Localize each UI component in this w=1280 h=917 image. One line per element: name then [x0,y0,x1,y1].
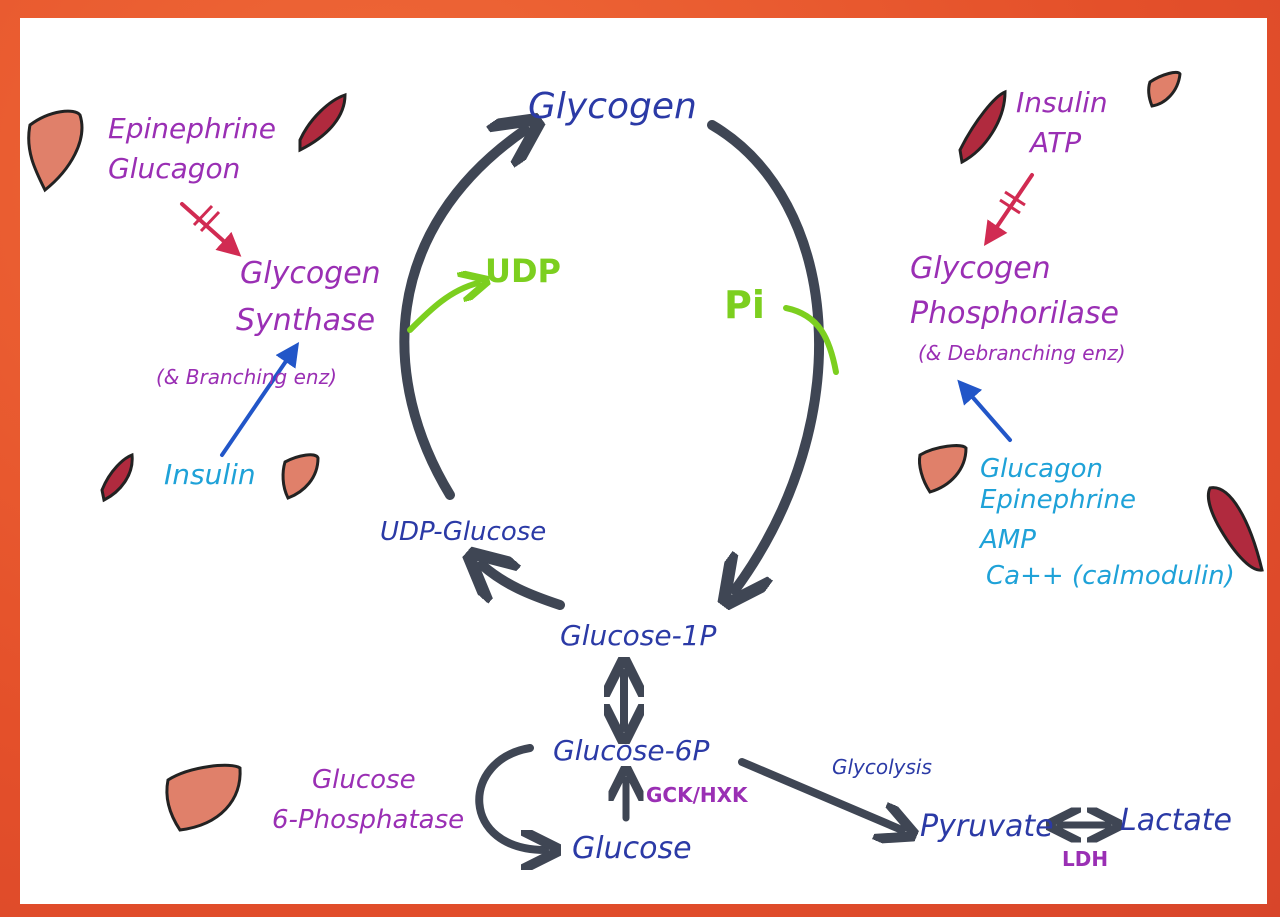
phosphorylase-activator-2: Epinephrine [980,485,1136,515]
muscle-icon [958,89,1007,165]
pyruvate-label: Pyruvate [920,809,1054,844]
arrow-glycogen-to-glucose1p [707,120,824,590]
phosphorylase-activator-4: Ca++ (calmodulin) [986,561,1235,591]
arrow-glucose6p-to-glucose-phosphatase [475,744,545,850]
phosphorylase-enzyme-note: (& Debranching enz) [918,341,1126,365]
inhibition-bar-synthase-1 [192,204,214,227]
pi-label: Pi [724,283,765,327]
liver-icon [918,444,968,494]
liver-icon [1147,70,1182,108]
inhibition-bar-synthase-2 [199,210,221,233]
g6pase-line2: 6-Phosphatase [272,805,464,835]
udp-glucose-label: UDP-Glucose [380,517,546,547]
synthase-enzyme-line2: Synthase [236,303,375,338]
activation-arrow-phosphorylase [957,379,1012,442]
phosphorylase-activator-3: AMP [978,525,1036,555]
udp-label: UDP [485,252,561,290]
phosphorylase-enzyme-line1: Glycogen [910,251,1051,286]
liver-icon [165,763,242,832]
gck-hxk-label: GCK/HXK [646,783,749,807]
glucose-label: Glucose [572,831,692,866]
muscle-icon [1206,486,1264,572]
liver-icon [281,453,320,500]
paper-sheet [20,18,1267,904]
synthase-inhibitor-2: Glucagon [108,152,240,185]
glucose-6p-label: Glucose-6P [553,734,709,767]
glycolysis-label: Glycolysis [832,755,932,779]
g6pase-line1: Glucose [312,765,416,795]
arrow-glucose6p-to-pyruvate [738,758,902,830]
phosphorylase-enzyme-line2: Phosphorilase [910,296,1119,331]
synthase-enzyme-line1: Glycogen [240,256,381,291]
synthase-enzyme-note: (& Branching enz) [156,365,337,389]
muscle-icon [298,92,347,153]
arrow-udpglucose-to-glycogen [399,130,525,500]
inhibition-bar-phosphorylase-2 [1004,190,1026,207]
liver-icon [27,109,84,193]
ldh-label: LDH [1062,847,1108,871]
phosphorylase-inhibitor-2: ATP [1028,126,1081,159]
muscle-icon [100,452,134,503]
glycogen-label: Glycogen [528,86,697,127]
lactate-label: Lactate [1120,803,1232,838]
arrow-pi-input [783,305,839,375]
inhibition-arrow-synthase [180,202,242,257]
synthase-activator: Insulin [164,458,256,491]
arrow-udp-release [407,283,478,333]
arrow-glucose1p-to-udpglucose [482,565,565,610]
phosphorylase-activator-1: Glucagon [980,454,1103,484]
phosphorylase-inhibitor-1: Insulin [1016,86,1108,119]
inhibition-bar-phosphorylase-1 [999,198,1021,215]
activation-arrow-synthase [220,342,300,457]
synthase-inhibitor-1: Epinephrine [108,112,276,145]
glucose-1p-label: Glucose-1P [560,619,716,652]
